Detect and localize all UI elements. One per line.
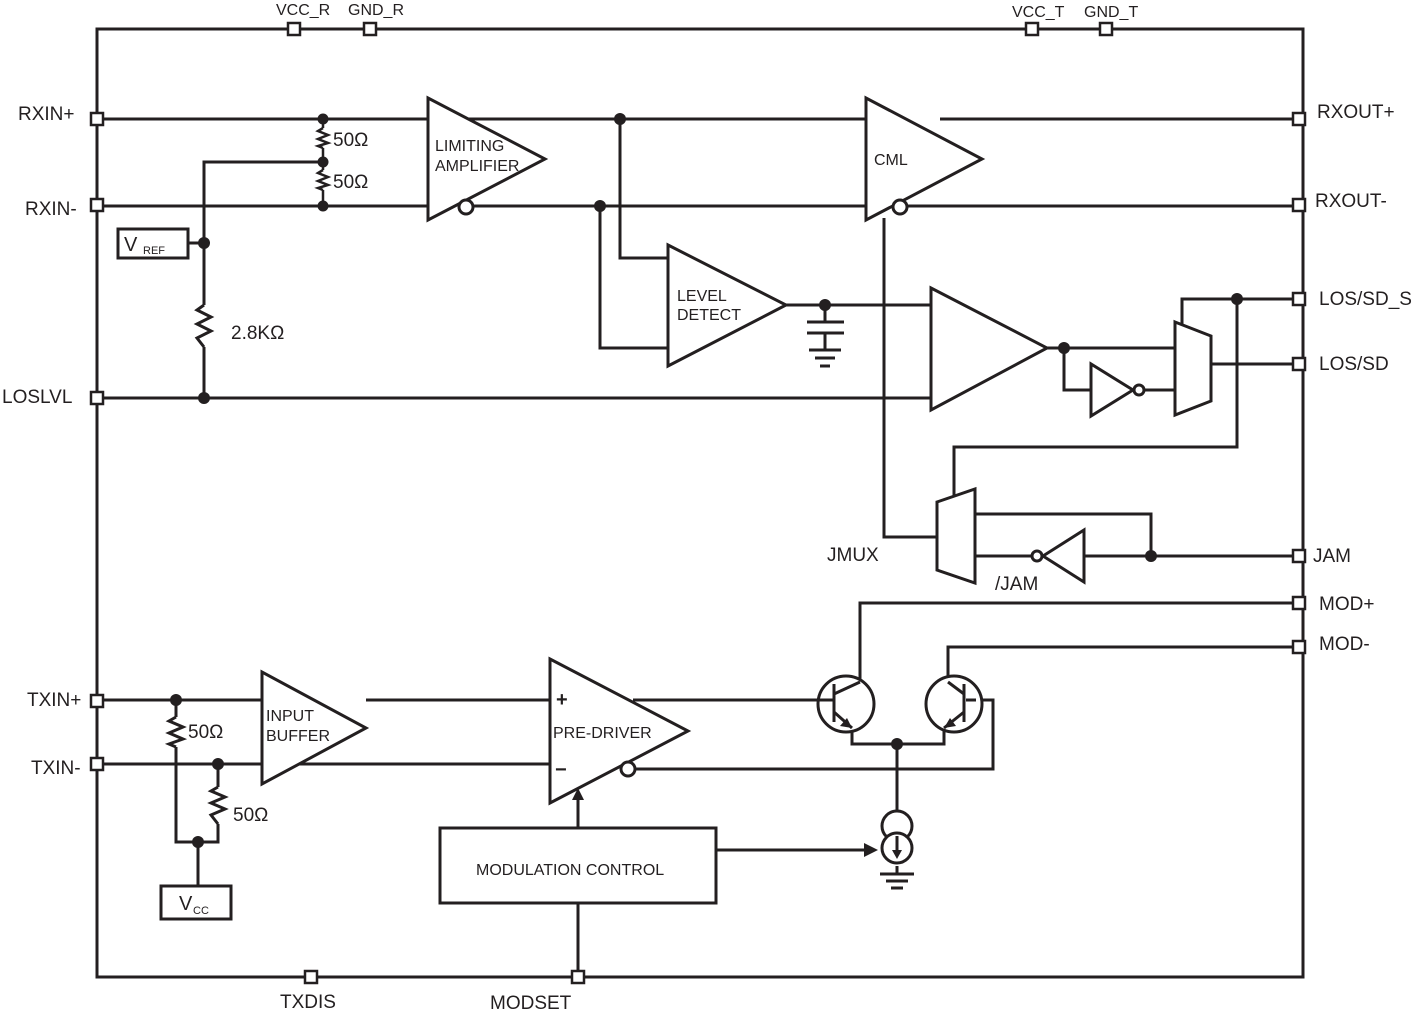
vref-label: V (124, 234, 138, 256)
vcc-subscript: CC (193, 905, 209, 917)
pin-gnd-t: GND_T (1084, 4, 1138, 21)
pin-loslvl: LOSLVL (2, 387, 72, 408)
level-detect-label-1: LEVEL (677, 288, 727, 305)
pre-driver-inverted-output (619, 760, 637, 778)
pre-driver-plus: + (556, 689, 568, 711)
pin-jam: JAM (1313, 546, 1351, 567)
pre-driver-minus: − (555, 759, 567, 781)
los-inverter (1089, 361, 1136, 419)
pin-los-sd: LOS/SD (1319, 354, 1389, 375)
resistor-rx-bottom-value: 50Ω (333, 172, 368, 193)
pin-modset: MODSET (490, 993, 572, 1014)
current-source (880, 809, 914, 865)
transistor-left (816, 674, 876, 734)
pin-rxin-plus: RXIN+ (18, 104, 75, 125)
transistor-right (924, 674, 984, 734)
modulation-control (438, 826, 718, 905)
level-detect (666, 242, 790, 369)
pin-mod-minus: MOD- (1319, 634, 1370, 655)
los-inverter-bubble (1132, 383, 1146, 397)
input-buffer-label-2: BUFFER (266, 728, 330, 745)
arrow-to-predriver (572, 788, 584, 800)
arrow-to-current-source (864, 843, 878, 857)
cml-inverted-output (891, 198, 909, 216)
jmux-label: JMUX (827, 545, 879, 566)
transmitter-junctions (170, 694, 903, 848)
limiting-amp-inverted-output (457, 198, 475, 216)
pre-driver (548, 656, 692, 806)
chip-outline (95, 27, 1305, 979)
transmitter-wires (97, 601, 1299, 977)
modulation-control-label: MODULATION CONTROL (476, 862, 664, 879)
limiting-amp-label-2: AMPLIFIER (435, 158, 519, 175)
limiting-amplifier (426, 95, 549, 223)
resistor-tx-right (207, 785, 229, 825)
level-detect-label-2: DETECT (677, 307, 741, 324)
pin-mod-plus: MOD+ (1319, 594, 1374, 615)
los-mux (1173, 319, 1213, 418)
vref-source (116, 227, 190, 260)
jam-inverter (1040, 527, 1086, 585)
vref-subscript: REF (143, 245, 165, 257)
jam-bar-label: /JAM (995, 574, 1038, 595)
resistor-tx-left-value: 50Ω (188, 722, 223, 743)
resistor-rx-top-value: 50Ω (333, 130, 368, 151)
pin-txin-plus: TXIN+ (27, 690, 81, 711)
pin-txin-minus: TXIN- (31, 758, 81, 779)
pin-pads (89, 21, 1307, 985)
vcc-label: V (179, 893, 193, 915)
cml-label: CML (874, 152, 908, 169)
jmux (935, 486, 977, 586)
pre-driver-label: PRE-DRIVER (553, 725, 652, 742)
resistor-tx-left (164, 715, 188, 749)
pin-rxin-minus: RXIN- (25, 199, 77, 220)
resistor-rx-bottom (314, 168, 332, 192)
cml-buffer (864, 95, 986, 223)
pin-txdis: TXDIS (280, 992, 336, 1013)
resistor-rx-top (314, 126, 332, 150)
pin-rxout-plus: RXOUT+ (1317, 102, 1395, 123)
pin-vcc-t: VCC_T (1012, 4, 1065, 21)
resistor-loslvl (193, 303, 215, 348)
resistor-tx-right-value: 50Ω (233, 805, 268, 826)
pin-gnd-r: GND_R (348, 2, 404, 19)
pin-los-sd-s: LOS/SD_S (1319, 289, 1412, 310)
jam-inverter-bubble (1030, 549, 1044, 563)
input-buffer (260, 669, 370, 787)
resistor-loslvl-value: 2.8KΩ (231, 323, 284, 344)
los-comparator (929, 285, 1051, 413)
pin-vcc-r: VCC_R (276, 2, 330, 19)
vcc-source (159, 884, 233, 921)
receiver-junctions (198, 113, 1243, 562)
limiting-amp-label-1: LIMITING (435, 138, 504, 155)
input-buffer-label-1: INPUT (266, 708, 314, 725)
pin-rxout-minus: RXOUT- (1315, 191, 1387, 212)
